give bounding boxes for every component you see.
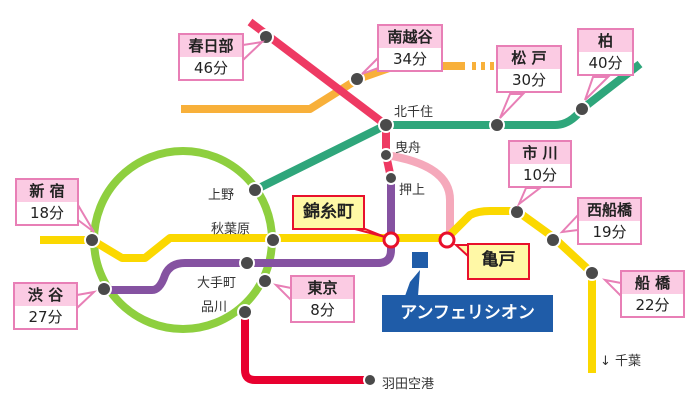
destination-name: 渋 谷 [15, 284, 76, 306]
station-oshiage [384, 171, 398, 185]
destination-ichikawa: 市 川 10分 [508, 140, 572, 188]
joban-line [253, 60, 643, 194]
station-funabashi [584, 265, 600, 281]
destination-time: 40分 [588, 54, 623, 72]
station-ichikawa [509, 204, 525, 220]
station-kashiwa [574, 101, 590, 117]
destination-time: 30分 [511, 71, 547, 89]
destination-name: 春日部 [180, 35, 242, 57]
destination-name: 南越谷 [379, 26, 441, 48]
destination-time: 22分 [635, 296, 670, 314]
station-ueno [247, 182, 263, 198]
destination-name: 市 川 [510, 142, 570, 164]
destination-shibuya: 渋 谷 27分 [13, 282, 78, 330]
destination-minamikoshigaya: 南越谷 34分 [377, 24, 443, 72]
station-akihabara [265, 232, 281, 248]
station-haneda [363, 373, 377, 387]
station-kinshicho [382, 231, 400, 249]
destination-nishifunabashi: 西船橋 19分 [577, 197, 642, 245]
tobu-line [247, 18, 395, 179]
destination-time: 10分 [522, 166, 558, 184]
station-shinjuku [84, 232, 100, 248]
station-minamikoshigaya [349, 71, 365, 87]
brand-pointer [405, 270, 420, 296]
property-name-label: アンフェリシオン [382, 295, 553, 332]
destination-kasukabe: 春日部 46分 [178, 33, 244, 81]
label-hikifune: 曳舟 [395, 141, 422, 156]
destination-funabashi: 船 橋 22分 [620, 270, 685, 318]
station-tokyo [257, 273, 273, 289]
destination-name: 東京 [292, 277, 353, 299]
station-kameido [438, 231, 456, 249]
label-ueno: 上野 [208, 188, 235, 203]
label-oshiage: 押上 [399, 183, 426, 198]
destination-matsudo: 松 戸 30分 [496, 45, 562, 93]
destination-name: 西船橋 [579, 199, 640, 221]
label-kitasenju: 北千住 [394, 105, 434, 120]
highlight-kameido: 亀戸 [467, 243, 530, 280]
destination-time: 27分 [28, 308, 63, 326]
label-chiba: ↓ 千葉 [600, 354, 642, 369]
destination-kashiwa: 柏 40分 [577, 28, 634, 76]
station-nishifunabashi [545, 232, 561, 248]
keikyu-line [241, 312, 368, 384]
destination-time: 19分 [592, 223, 627, 241]
station-shinagawa [237, 304, 253, 320]
kameido-line [385, 151, 454, 240]
label-akihabara: 秋葉原 [211, 222, 251, 237]
destination-time: 8分 [310, 301, 335, 319]
station-kitasenju [378, 117, 394, 133]
destination-name: 新 宿 [17, 180, 77, 202]
label-shinagawa: 品川 [201, 300, 228, 315]
label-haneda: 羽田空港 [382, 377, 435, 392]
destination-time: 18分 [29, 204, 65, 222]
destination-time: 34分 [392, 50, 428, 68]
sobu-line [40, 207, 596, 373]
destination-tokyo: 東京 8分 [290, 275, 355, 323]
destination-name: 船 橋 [622, 272, 683, 294]
destination-name: 柏 [579, 30, 632, 52]
station-kasukabe [258, 29, 274, 45]
highlight-kinshicho: 錦糸町 [292, 195, 365, 230]
station-matsudo [489, 117, 505, 133]
label-otemachi: 大手町 [197, 276, 237, 291]
station-otemachi [239, 255, 255, 271]
station-shibuya [96, 281, 112, 297]
destination-time: 46分 [193, 59, 229, 77]
destination-name: 松 戸 [498, 47, 560, 69]
station-hikifune [379, 148, 393, 162]
property-marker [412, 252, 428, 268]
hanzomon-line [104, 178, 395, 294]
destination-shinjuku: 新 宿 18分 [15, 178, 79, 226]
